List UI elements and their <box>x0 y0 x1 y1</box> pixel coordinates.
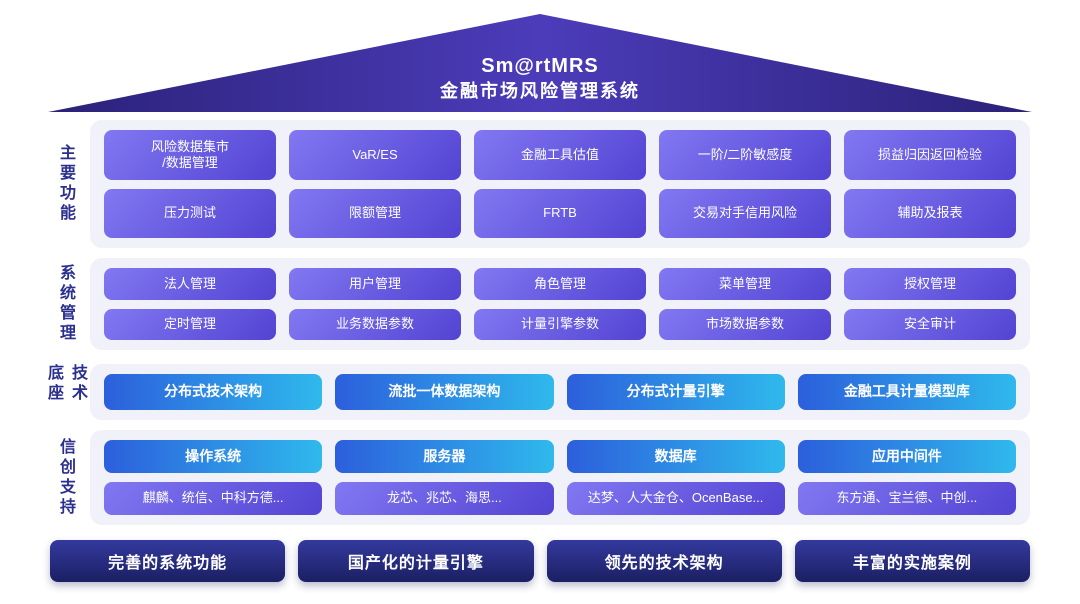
xinchuang-category-cell: 服务器 <box>335 440 554 473</box>
section-label-text: 系统管理 <box>57 264 74 344</box>
section-label-text: 信创支持 <box>57 437 74 518</box>
xinchuang-category-cell: 应用中间件 <box>797 440 1016 473</box>
main-function-cell: 风险数据集市 /数据管理 <box>104 130 276 180</box>
footer-highlight: 国产化的计量引擎 <box>298 540 534 582</box>
xinchuang-category-cell: 操作系统 <box>104 440 323 473</box>
footer-highlight: 丰富的实施案例 <box>794 540 1030 582</box>
main-function-cell: FRTB <box>474 188 646 238</box>
tech-foundation-cell: 分布式计量引擎 <box>566 374 785 410</box>
xinchuang-vendor-cell: 龙芯、兆芯、海思... <box>335 482 554 515</box>
xinchuang-vendor-cell: 麒麟、统信、中科方德... <box>104 482 323 515</box>
footer-highlight: 完善的系统功能 <box>50 540 286 582</box>
xinchuang-vendor-cell: 达梦、人大金仓、OcenBase... <box>566 482 785 515</box>
main-function-cell: 辅助及报表 <box>844 188 1016 238</box>
main-function-cell: 金融工具估值 <box>474 130 646 180</box>
footer-highlights: 完善的系统功能 国产化的计量引擎 领先的技术架构 丰富的实施案例 <box>50 540 1030 582</box>
tech-foundation-cell: 流批一体数据架构 <box>335 374 554 410</box>
system-management-row-2: 定时管理 业务数据参数 计量引擎参数 市场数据参数 安全审计 <box>104 308 1016 340</box>
product-subtitle: 金融市场风险管理系统 <box>440 80 640 101</box>
xinchuang-vendor-row: 麒麟、统信、中科方德... 龙芯、兆芯、海思... 达梦、人大金仓、OcenBa… <box>104 482 1016 515</box>
footer-highlight: 领先的技术架构 <box>546 540 782 582</box>
main-functions-row-2: 压力测试 限额管理 FRTB 交易对手信用风险 辅助及报表 <box>104 188 1016 238</box>
system-management-cell: 角色管理 <box>474 268 646 300</box>
section-label-text: 技术底座 <box>45 364 86 404</box>
section-label-system-management: 系统管理 <box>50 258 80 350</box>
xinchuang-category-row: 操作系统 服务器 数据库 应用中间件 <box>104 440 1016 473</box>
main-function-cell: 限额管理 <box>289 188 461 238</box>
panel-xinchuang-support: 操作系统 服务器 数据库 应用中间件 麒麟、统信、中科方德... 龙芯、兆芯、海… <box>90 430 1030 525</box>
system-management-cell: 定时管理 <box>104 308 276 340</box>
system-management-cell: 业务数据参数 <box>289 308 461 340</box>
main-function-cell: 交易对手信用风险 <box>659 188 831 238</box>
main-functions-row-1: 风险数据集市 /数据管理 VaR/ES 金融工具估值 一阶/二阶敏感度 损益归因… <box>104 130 1016 180</box>
system-management-cell: 授权管理 <box>844 268 1016 300</box>
panel-tech-foundation: 分布式技术架构 流批一体数据架构 分布式计量引擎 金融工具计量模型库 <box>90 364 1030 420</box>
main-function-cell: 一阶/二阶敏感度 <box>659 130 831 180</box>
system-management-cell: 用户管理 <box>289 268 461 300</box>
system-management-cell: 计量引擎参数 <box>474 308 646 340</box>
system-management-cell: 菜单管理 <box>659 268 831 300</box>
tech-foundation-cell: 分布式技术架构 <box>104 374 323 410</box>
system-management-cell: 市场数据参数 <box>659 308 831 340</box>
main-function-cell: VaR/ES <box>289 130 461 180</box>
tech-foundation-row: 分布式技术架构 流批一体数据架构 分布式计量引擎 金融工具计量模型库 <box>104 374 1016 410</box>
main-function-cell: 压力测试 <box>104 188 276 238</box>
product-name: Sm@rtMRS <box>481 54 599 77</box>
xinchuang-category-cell: 数据库 <box>566 440 785 473</box>
section-label-xinchuang-support: 信创支持 <box>50 430 80 525</box>
section-label-text: 主要功能 <box>57 144 74 224</box>
panel-system-management: 法人管理 用户管理 角色管理 菜单管理 授权管理 定时管理 业务数据参数 计量引… <box>90 258 1030 350</box>
system-management-cell: 安全审计 <box>844 308 1016 340</box>
section-label-main-functions: 主要功能 <box>50 120 80 248</box>
xinchuang-vendor-cell: 东方通、宝兰德、中创... <box>797 482 1016 515</box>
tech-foundation-cell: 金融工具计量模型库 <box>797 374 1016 410</box>
system-management-cell: 法人管理 <box>104 268 276 300</box>
section-label-tech-foundation: 技术底座 <box>45 364 86 420</box>
main-function-cell: 损益归因返回检验 <box>844 130 1016 180</box>
roof-banner: Sm@rtMRS 金融市场风险管理系统 <box>48 14 1032 112</box>
system-management-row-1: 法人管理 用户管理 角色管理 菜单管理 授权管理 <box>104 268 1016 300</box>
panel-main-functions: 风险数据集市 /数据管理 VaR/ES 金融工具估值 一阶/二阶敏感度 损益归因… <box>90 120 1030 248</box>
